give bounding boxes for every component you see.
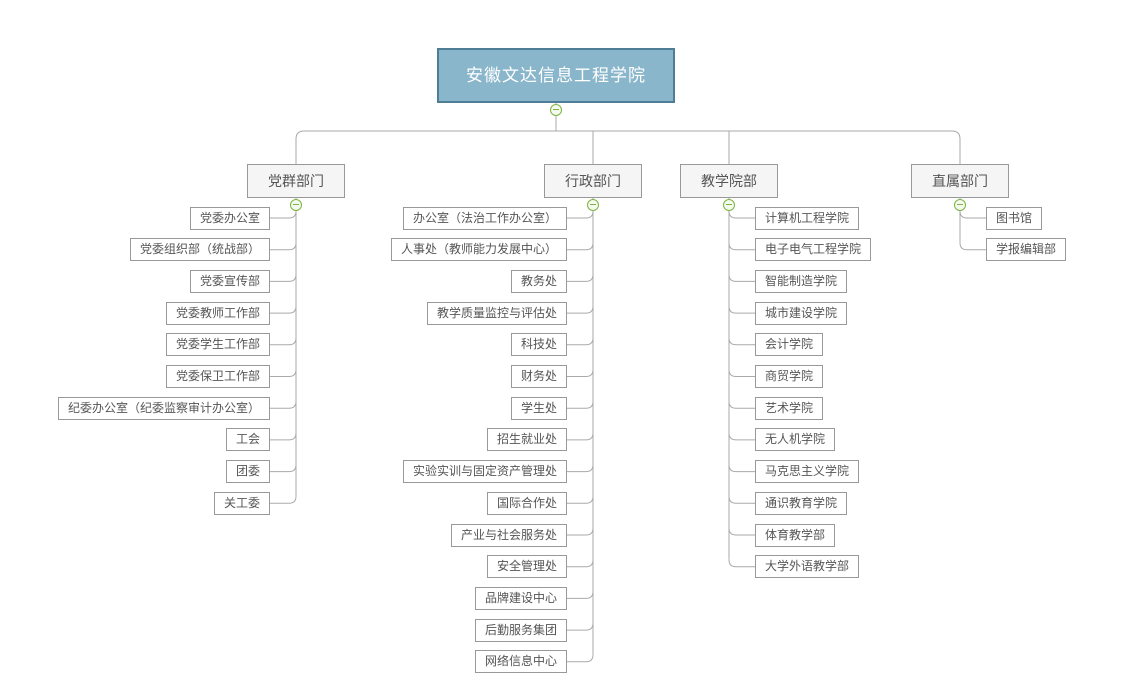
branch-node[interactable]: 教学院部 xyxy=(680,164,778,198)
leaf-node[interactable]: 人事处（教师能力发展中心） xyxy=(390,238,567,262)
leaf-node[interactable]: 教务处 xyxy=(510,269,567,293)
leaf-node[interactable]: 实验实训与固定资产管理处 xyxy=(402,460,567,484)
leaf-node[interactable]: 科技处 xyxy=(510,333,567,357)
leaf-node[interactable]: 大学外语教学部 xyxy=(755,555,860,579)
leaf-node[interactable]: 图书馆 xyxy=(986,206,1043,230)
leaf-node[interactable]: 党委学生工作部 xyxy=(165,333,270,357)
leaf-node[interactable]: 财务处 xyxy=(510,365,567,388)
leaf-node[interactable]: 艺术学院 xyxy=(755,396,824,420)
leaf-node[interactable]: 工会 xyxy=(225,428,270,452)
leaf-node[interactable]: 通识教育学院 xyxy=(755,491,848,515)
leaf-node[interactable]: 智能制造学院 xyxy=(755,269,848,293)
leaf-node[interactable]: 体育教学部 xyxy=(755,523,836,547)
leaf-node[interactable]: 马克思主义学院 xyxy=(755,460,860,484)
leaf-node[interactable]: 学报编辑部 xyxy=(986,238,1067,262)
leaf-node[interactable]: 党委办公室 xyxy=(189,206,270,230)
root-collapse-minus-icon[interactable] xyxy=(550,104,562,116)
leaf-node[interactable]: 纪委办公室（纪委监察审计办公室） xyxy=(57,396,270,420)
leaf-node[interactable]: 无人机学院 xyxy=(755,428,836,452)
leaf-node[interactable]: 党委组织部（统战部） xyxy=(129,238,270,262)
leaf-node[interactable]: 党委保卫工作部 xyxy=(165,365,270,388)
leaf-node[interactable]: 国际合作处 xyxy=(486,491,567,515)
branch-node[interactable]: 直属部门 xyxy=(911,164,1009,198)
leaf-node[interactable]: 团委 xyxy=(225,460,270,484)
leaf-node[interactable]: 党委宣传部 xyxy=(189,269,270,293)
branch-node[interactable]: 党群部门 xyxy=(247,164,345,198)
leaf-node[interactable]: 党委教师工作部 xyxy=(165,301,270,325)
leaf-node[interactable]: 后勤服务集团 xyxy=(474,618,567,642)
leaf-node[interactable]: 品牌建设中心 xyxy=(474,586,567,610)
leaf-node[interactable]: 办公室（法治工作办公室） xyxy=(402,206,567,230)
leaf-node[interactable]: 招生就业处 xyxy=(486,428,567,452)
leaf-node[interactable]: 城市建设学院 xyxy=(755,301,848,325)
leaf-node[interactable]: 会计学院 xyxy=(755,333,824,357)
branch-collapse-minus-icon[interactable] xyxy=(587,199,599,211)
leaf-node[interactable]: 产业与社会服务处 xyxy=(450,523,567,547)
leaf-node[interactable]: 安全管理处 xyxy=(486,555,567,579)
branch-node[interactable]: 行政部门 xyxy=(544,164,642,198)
leaf-node[interactable]: 商贸学院 xyxy=(755,365,824,388)
leaf-node[interactable]: 电子电气工程学院 xyxy=(755,238,872,262)
leaf-node[interactable]: 网络信息中心 xyxy=(474,650,567,674)
branch-collapse-minus-icon[interactable] xyxy=(290,199,302,211)
leaf-node[interactable]: 教学质量监控与评估处 xyxy=(426,301,567,325)
branch-collapse-minus-icon[interactable] xyxy=(954,199,966,211)
branch-collapse-minus-icon[interactable] xyxy=(723,199,735,211)
leaf-node[interactable]: 学生处 xyxy=(510,396,567,420)
root-node[interactable]: 安徽文达信息工程学院 xyxy=(437,48,675,103)
leaf-node[interactable]: 关工委 xyxy=(213,491,270,515)
leaf-node[interactable]: 计算机工程学院 xyxy=(755,206,860,230)
